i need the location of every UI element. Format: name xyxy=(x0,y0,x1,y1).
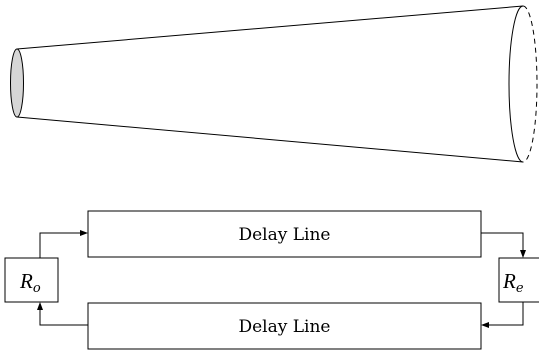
arrowheads xyxy=(37,230,526,328)
arrowhead-into-top-delay xyxy=(80,230,88,236)
delay-line-top: Delay Line xyxy=(87,210,482,258)
cone-upper-edge xyxy=(16,5,524,50)
signal-paths xyxy=(39,232,524,326)
reflection-filter-left-subscript: o xyxy=(33,281,41,296)
path-bottom-to-left xyxy=(39,307,88,326)
conical-tube xyxy=(10,5,538,163)
cone-large-end-front xyxy=(522,5,538,163)
arrowhead-into-left-filter xyxy=(37,302,43,310)
reflection-filter-left-symbol: R xyxy=(19,269,33,293)
delay-line-top-label: Delay Line xyxy=(238,225,330,245)
path-right-to-bottom xyxy=(486,302,524,326)
path-top-to-right xyxy=(481,232,524,253)
cone-large-end-back xyxy=(508,5,524,163)
reflection-filter-left-label: Ro xyxy=(19,269,41,296)
reflection-filter-right-box xyxy=(498,257,539,303)
reflection-filter-left: Ro xyxy=(4,257,59,303)
cone-small-end xyxy=(10,48,24,118)
reflection-filter-right: Re xyxy=(498,257,539,303)
reflection-filter-right-subscript: e xyxy=(516,281,524,296)
reflection-filter-left-box xyxy=(4,257,59,303)
reflection-filter-right-label: Re xyxy=(502,269,524,296)
delay-line-bottom: Delay Line xyxy=(87,302,482,350)
path-left-to-top xyxy=(39,232,84,258)
arrowhead-into-bottom-delay xyxy=(481,322,489,328)
arrowhead-into-right-filter xyxy=(520,250,526,258)
reflection-filter-right-symbol: R xyxy=(502,269,516,293)
delay-line-top-box xyxy=(87,210,482,258)
delay-line-bottom-box xyxy=(87,302,482,350)
delay-line-bottom-label: Delay Line xyxy=(238,317,330,337)
cone-lower-edge xyxy=(16,116,524,163)
